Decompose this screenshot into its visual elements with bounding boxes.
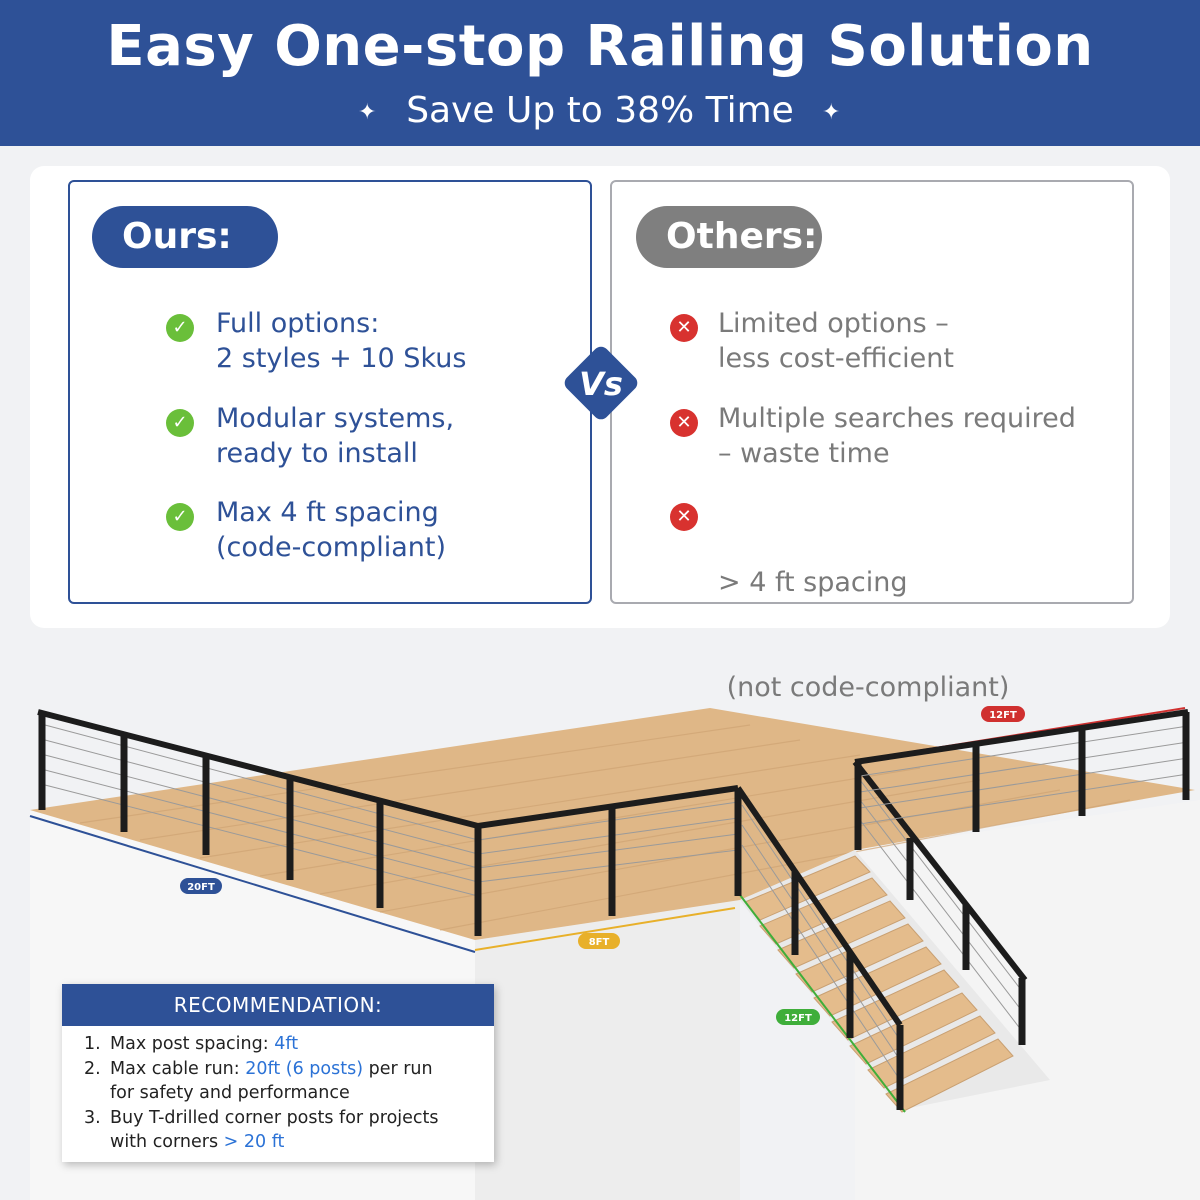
others-item-line: less cost-efficient [718, 343, 954, 374]
ours-card: Ours: ✓ Full options: 2 styles + 10 Skus… [68, 180, 592, 604]
sparkle-icon: ✦ [822, 100, 841, 125]
vs-label: Vs [579, 365, 623, 403]
dimension-tag-left: 20FT [180, 878, 222, 894]
dimension-label: 20FT [187, 882, 215, 893]
dimension-label: 12FT [784, 1013, 812, 1024]
cross-icon: ✕ [670, 314, 698, 342]
vs-badge-icon: Vs [564, 346, 638, 420]
others-item-line: (not code-compliant) [718, 672, 1010, 703]
recommendation-item: 3.Buy T-drilled corner posts for project… [84, 1107, 439, 1153]
ours-item-line: Full options: [216, 308, 380, 339]
cross-icon: ✕ [670, 503, 698, 531]
recommendation-title: RECOMMENDATION: [62, 984, 494, 1026]
sparkle-icon: ✦ [358, 100, 377, 125]
others-item-line: – waste time [718, 438, 890, 469]
others-label: Others: [636, 206, 822, 268]
others-item-line: Limited options – [718, 308, 949, 339]
check-icon: ✓ [166, 503, 194, 531]
check-icon: ✓ [166, 409, 194, 437]
others-item-line: Multiple searches required [718, 403, 1076, 434]
recommendation-item: 2.Max cable run: 20ft (6 posts) per run … [84, 1058, 433, 1104]
ours-item-line: ready to install [216, 438, 418, 469]
ours-item-line: Modular systems, [216, 403, 455, 434]
dimension-label: 12FT [989, 710, 1017, 721]
recommendation-item: 1.Max post spacing: 4ft [84, 1034, 299, 1054]
ours-label: Ours: [92, 206, 278, 268]
dimension-label: 8FT [589, 937, 610, 948]
check-icon: ✓ [166, 314, 194, 342]
recommendation-box: RECOMMENDATION: 1.Max post spacing: 4ft … [62, 984, 494, 1162]
dimension-tag-top: 12FT [981, 706, 1025, 722]
dimension-tag-stairs: 12FT [776, 1009, 820, 1025]
others-item-line: > 4 ft spacing [718, 567, 908, 598]
ours-item-line: (code-compliant) [216, 532, 446, 563]
header-banner: Easy One-stop Railing Solution Save Up t… [0, 0, 1200, 146]
cross-icon: ✕ [670, 409, 698, 437]
ours-item-line: Max 4 ft spacing [216, 497, 439, 528]
page-title: Easy One-stop Railing Solution [106, 14, 1094, 79]
ours-item-line: 2 styles + 10 Skus [216, 343, 467, 374]
dimension-tag-front: 8FT [578, 933, 620, 949]
others-card: Others: ✕ Limited options – less cost-ef… [610, 180, 1134, 703]
page-subtitle: Save Up to 38% Time [406, 90, 794, 131]
